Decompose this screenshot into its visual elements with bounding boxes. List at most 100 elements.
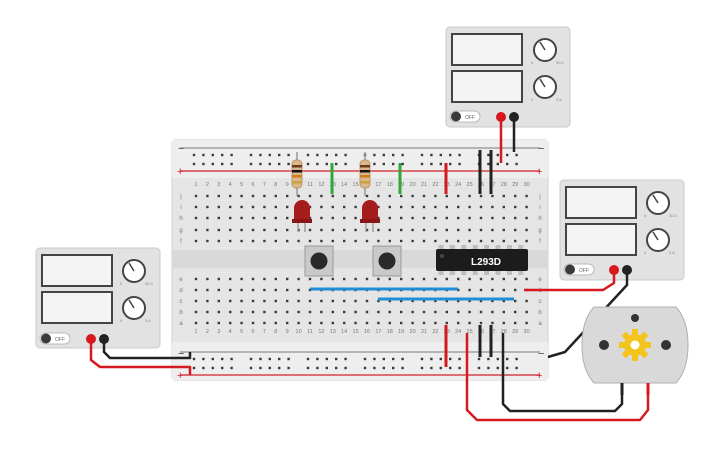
breadboard-hole[interactable]	[202, 162, 205, 166]
breadboard-hole[interactable]	[217, 205, 220, 209]
wire-left-psu-negative[interactable]	[102, 339, 192, 360]
breadboard-hole[interactable]	[422, 205, 426, 209]
breadboard-hole[interactable]	[217, 216, 220, 220]
breadboard-hole[interactable]	[479, 216, 483, 220]
breadboard-hole[interactable]	[479, 299, 483, 303]
breadboard-hole[interactable]	[496, 366, 499, 370]
breadboard-hole[interactable]	[229, 288, 232, 292]
breadboard-hole[interactable]	[430, 153, 433, 157]
breadboard-hole[interactable]	[377, 239, 380, 243]
breadboard-hole[interactable]	[411, 310, 414, 314]
breadboard-hole[interactable]	[344, 162, 347, 166]
breadboard-hole[interactable]	[287, 357, 290, 361]
breadboard-hole[interactable]	[411, 194, 414, 198]
breadboard-hole[interactable]	[308, 194, 312, 198]
breadboard-hole[interactable]	[268, 357, 271, 361]
breadboard-hole[interactable]	[388, 216, 391, 220]
breadboard-hole[interactable]	[287, 153, 290, 157]
breadboard-hole[interactable]	[392, 357, 395, 361]
breadboard-hole[interactable]	[249, 153, 253, 157]
pushbutton-cap[interactable]	[378, 252, 396, 270]
breadboard-hole[interactable]	[457, 228, 460, 232]
breadboard-hole[interactable]	[422, 228, 426, 232]
breadboard-hole[interactable]	[343, 205, 346, 209]
breadboard-hole[interactable]	[468, 228, 471, 232]
breadboard-hole[interactable]	[515, 162, 518, 166]
breadboard-hole[interactable]	[274, 228, 277, 232]
breadboard-hole[interactable]	[388, 239, 391, 243]
breadboard-hole[interactable]	[206, 205, 209, 209]
breadboard-hole[interactable]	[491, 299, 494, 303]
breadboard-hole[interactable]	[230, 357, 233, 361]
breadboard-hole[interactable]	[525, 239, 528, 243]
breadboard-hole[interactable]	[229, 321, 232, 325]
breadboard-hole[interactable]	[514, 321, 517, 325]
breadboard-hole[interactable]	[320, 228, 323, 232]
resistor-1[interactable]	[291, 152, 303, 196]
breadboard-hole[interactable]	[354, 321, 357, 325]
breadboard-hole[interactable]	[514, 216, 517, 220]
breadboard-hole[interactable]	[439, 153, 442, 157]
breadboard-hole[interactable]	[434, 277, 437, 281]
breadboard-hole[interactable]	[514, 228, 517, 232]
breadboard-hole[interactable]	[363, 366, 367, 370]
breadboard-hole[interactable]	[382, 162, 385, 166]
breadboard-hole[interactable]	[240, 321, 243, 325]
breadboard-hole[interactable]	[388, 310, 391, 314]
breadboard-hole[interactable]	[468, 299, 471, 303]
breadboard-hole[interactable]	[515, 357, 518, 361]
breadboard-hole[interactable]	[434, 205, 437, 209]
breadboard-hole[interactable]	[468, 194, 471, 198]
breadboard-hole[interactable]	[274, 277, 277, 281]
breadboard-hole[interactable]	[331, 239, 334, 243]
breadboard-hole[interactable]	[515, 153, 518, 157]
breadboard-hole[interactable]	[194, 310, 198, 314]
breadboard-hole[interactable]	[206, 288, 209, 292]
breadboard-hole[interactable]	[479, 321, 483, 325]
breadboard-hole[interactable]	[251, 194, 255, 198]
breadboard-hole[interactable]	[422, 216, 426, 220]
breadboard-hole[interactable]	[487, 162, 490, 166]
breadboard-hole[interactable]	[320, 321, 323, 325]
breadboard-hole[interactable]	[525, 228, 528, 232]
breadboard-hole[interactable]	[240, 299, 243, 303]
breadboard-hole[interactable]	[343, 216, 346, 220]
breadboard-hole[interactable]	[401, 357, 404, 361]
breadboard-hole[interactable]	[354, 277, 357, 281]
breadboard-hole[interactable]	[411, 239, 414, 243]
breadboard-hole[interactable]	[286, 299, 289, 303]
breadboard-hole[interactable]	[306, 162, 310, 166]
breadboard-hole[interactable]	[251, 216, 255, 220]
breadboard-hole[interactable]	[502, 239, 505, 243]
breadboard-hole[interactable]	[274, 299, 277, 303]
breadboard-hole[interactable]	[297, 321, 300, 325]
breadboard-hole[interactable]	[458, 162, 461, 166]
breadboard-hole[interactable]	[263, 288, 266, 292]
breadboard-hole[interactable]	[477, 357, 481, 361]
breadboard-hole[interactable]	[468, 277, 471, 281]
breadboard-hole[interactable]	[377, 205, 380, 209]
breadboard-hole[interactable]	[343, 321, 346, 325]
breadboard-hole[interactable]	[194, 277, 198, 281]
breadboard-hole[interactable]	[206, 321, 209, 325]
breadboard-hole[interactable]	[343, 239, 346, 243]
breadboard-hole[interactable]	[268, 153, 271, 157]
breadboard-hole[interactable]	[325, 153, 328, 157]
breadboard-hole[interactable]	[308, 277, 312, 281]
breadboard-hole[interactable]	[388, 205, 391, 209]
breadboard-hole[interactable]	[377, 299, 380, 303]
breadboard-hole[interactable]	[206, 239, 209, 243]
breadboard-hole[interactable]	[400, 310, 403, 314]
breadboard-hole[interactable]	[468, 239, 471, 243]
breadboard-hole[interactable]	[445, 321, 448, 325]
breadboard-hole[interactable]	[297, 288, 300, 292]
power-supply-left[interactable]: 0 30.0 0 3 A OFF	[35, 247, 161, 349]
breadboard-hole[interactable]	[316, 162, 319, 166]
breadboard-hole[interactable]	[316, 366, 319, 370]
breadboard-hole[interactable]	[331, 310, 334, 314]
breadboard-hole[interactable]	[274, 194, 277, 198]
breadboard-hole[interactable]	[297, 277, 300, 281]
breadboard-hole[interactable]	[316, 357, 319, 361]
breadboard-hole[interactable]	[194, 299, 198, 303]
breadboard-hole[interactable]	[274, 321, 277, 325]
